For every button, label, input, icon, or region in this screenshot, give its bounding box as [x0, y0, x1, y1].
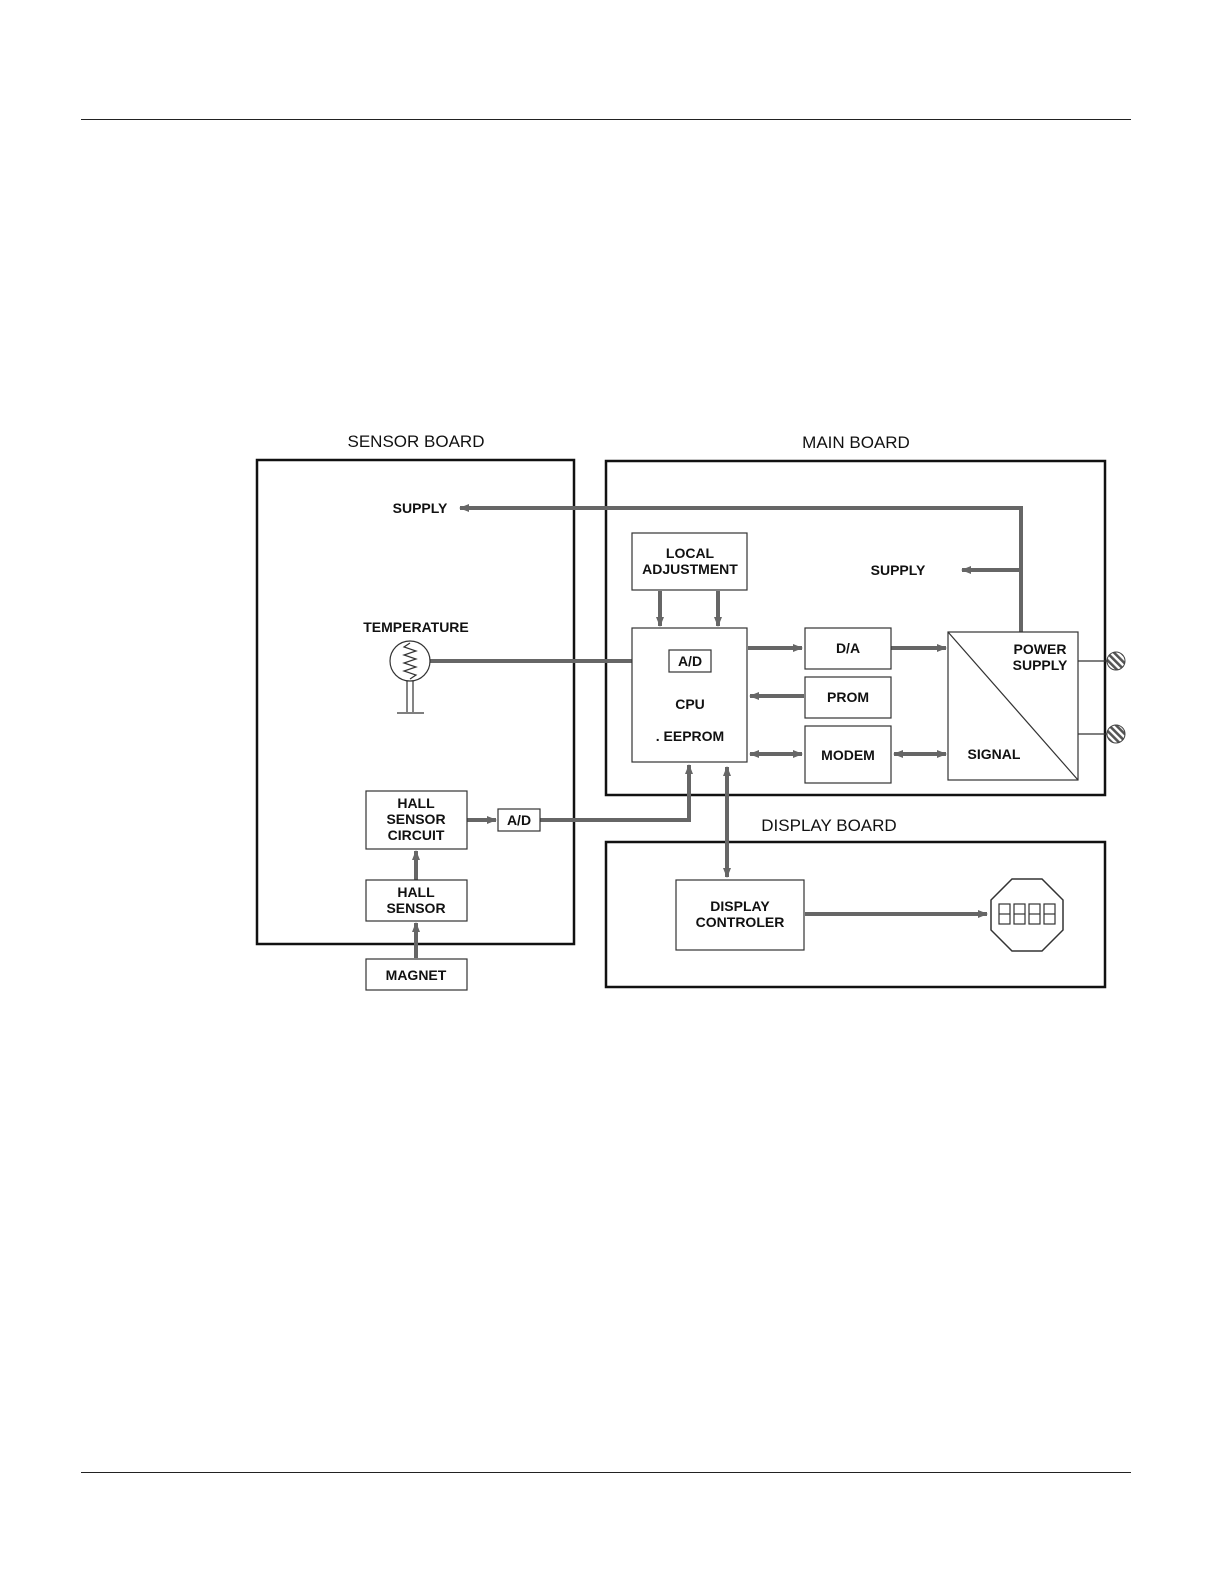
sensor-supply-label: SUPPLY — [393, 500, 448, 516]
terminal-top-icon — [1107, 652, 1125, 670]
main-board-title: MAIN BOARD — [802, 433, 910, 452]
hall-circuit-line-3: CIRCUIT — [388, 827, 445, 843]
adc-cpu-line — [540, 765, 689, 820]
hall-sensor-line-2: SENSOR — [386, 900, 445, 916]
hall-circuit-line-2: SENSOR — [386, 811, 445, 827]
modem-block: MODEM — [805, 726, 891, 783]
power-supply-line-1: POWER — [1014, 641, 1067, 657]
cpu-label: CPU — [675, 696, 705, 712]
magnet-block: MAGNET — [366, 959, 467, 990]
power-signal-block: POWER SUPPLY SIGNAL — [948, 632, 1078, 780]
prom-label: PROM — [827, 689, 869, 705]
da-label: D/A — [836, 640, 860, 656]
hall-sensor-line-1: HALL — [397, 884, 435, 900]
display-controller-line-2: CONTROLER — [696, 914, 785, 930]
da-block: D/A — [805, 628, 891, 669]
local-adjustment-line-1: LOCAL — [666, 545, 715, 561]
hall-sensor-circuit-block: HALL SENSOR CIRCUIT — [366, 791, 467, 849]
local-adjustment-block: LOCAL ADJUSTMENT — [632, 533, 747, 590]
hall-circuit-line-1: HALL — [397, 795, 435, 811]
modem-label: MODEM — [821, 747, 875, 763]
cpu-adc-label: A/D — [678, 653, 702, 669]
temperature-sensor-icon — [390, 641, 430, 713]
hall-sensor-block: HALL SENSOR — [366, 880, 467, 921]
local-adjustment-line-2: ADJUSTMENT — [642, 561, 738, 577]
magnet-label: MAGNET — [386, 967, 447, 983]
sensor-board-title: SENSOR BOARD — [348, 432, 485, 451]
main-supply-label: SUPPLY — [871, 562, 926, 578]
prom-block: PROM — [805, 677, 891, 718]
sensor-adc-block: A/D — [498, 809, 540, 831]
sensor-adc-label: A/D — [507, 812, 531, 828]
display-controller-block: DISPLAY CONTROLER — [676, 880, 804, 950]
eeprom-label: . EEPROM — [656, 728, 724, 744]
power-supply-line-2: SUPPLY — [1013, 657, 1068, 673]
display-board-title: DISPLAY BOARD — [761, 816, 896, 835]
cpu-block: A/D CPU . EEPROM — [632, 628, 747, 762]
lcd-display-icon — [991, 879, 1063, 951]
terminal-bottom-icon — [1107, 725, 1125, 743]
temperature-label: TEMPERATURE — [363, 619, 469, 635]
display-controller-line-1: DISPLAY — [710, 898, 770, 914]
signal-label: SIGNAL — [968, 746, 1021, 762]
